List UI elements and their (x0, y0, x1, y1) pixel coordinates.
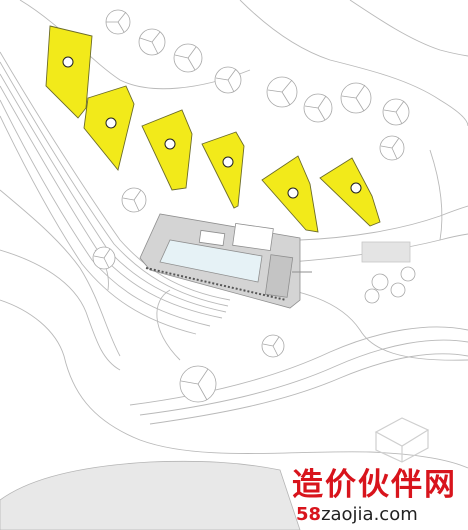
pool (159, 239, 263, 283)
watermark-chinese: 造价伙伴网 (292, 467, 457, 503)
pavilion-icon (261, 155, 319, 233)
tree-canopy-icon (173, 43, 203, 73)
lake (0, 460, 301, 530)
pavilion-icon (141, 109, 193, 191)
tree-canopy-icon (92, 246, 116, 270)
watermark-logo-icon (374, 417, 430, 463)
tree-canopy-icon (371, 273, 389, 291)
watermark-url-domain: zaojia.com (321, 504, 418, 525)
trees (92, 9, 416, 403)
tree-canopy-icon (340, 82, 372, 114)
tree-canopy-icon (390, 282, 406, 298)
pavilion-icon (45, 25, 93, 119)
pavilion-icon (201, 131, 245, 209)
parking-area (361, 241, 411, 263)
watermark-url: 58zaojia.com (296, 506, 418, 524)
tree-canopy-icon (105, 9, 131, 35)
tree-canopy-icon (266, 76, 298, 108)
main-building (139, 213, 312, 309)
tree-canopy-icon (138, 28, 166, 56)
pavilions (45, 25, 381, 233)
road-lines (0, 0, 468, 469)
tree-canopy-icon (121, 187, 147, 213)
tree-canopy-icon (261, 334, 285, 358)
tree-canopy-icon (379, 135, 405, 161)
tree-canopy-icon (179, 365, 217, 403)
tree-canopy-icon (214, 66, 242, 94)
tree-canopy-icon (303, 93, 333, 123)
pavilion-icon (319, 157, 381, 227)
tree-canopy-icon (382, 98, 410, 126)
pavilion-icon (83, 85, 135, 171)
tree-canopy-icon (400, 266, 416, 282)
tree-canopy-icon (364, 288, 380, 304)
watermark-url-number: 58 (296, 504, 322, 525)
